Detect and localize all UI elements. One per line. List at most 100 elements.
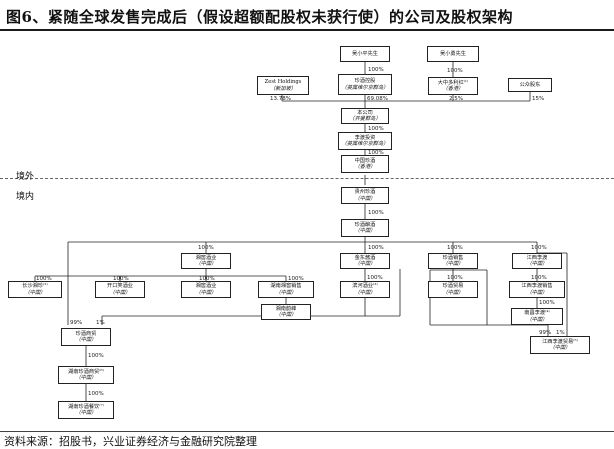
shareholder-wu-xiaoyong: 吴小勇先生 — [427, 46, 479, 62]
entity-zhenjiu-hk: 中国珍酒 （香港） — [341, 155, 389, 173]
box-name: 南昌李渡⁽⁴⁾ — [524, 310, 550, 317]
entity-hunan-zhenjiu-sales: 湖南珍酒商贸⁽⁶⁾ （中国） — [58, 366, 114, 384]
edge-label-kaikou: 100% — [113, 276, 129, 282]
box-sub: （中国） — [75, 375, 97, 381]
edge-label-xiangjiao: 100% — [198, 245, 214, 251]
edge-label-changsha: 100% — [36, 276, 52, 282]
edge-label-dazhong: 2.5% — [449, 96, 463, 102]
entity-kaikou: 开口笑酒业 （中国） — [95, 281, 145, 298]
edge-label-lidu-sales: 100% — [531, 275, 547, 281]
shareholder-wu-xiaoping: 吴小平先生 — [340, 46, 390, 62]
shareholder-zhenjiu-holdings: 珍酒控股 （英属维尔京群岛） — [338, 74, 392, 95]
source-note: 资料来源：招股书，兴业证券经济与金融研究院整理 — [4, 435, 257, 448]
entity-gold-liquor: 金东酱酒 （中国） — [340, 253, 390, 269]
edge-label-commerce-b: 1% — [96, 320, 105, 326]
entity-yanghe: 湘窖酒业 （中国） — [181, 281, 231, 298]
box-name: 吴小平先生 — [352, 50, 378, 57]
entity-liquor-invest: 李渡投资 （英属维尔京群岛） — [338, 132, 392, 150]
entity-binhe: 滨河酒业⁽³⁾ （中国） — [340, 281, 390, 298]
edge-label-yanghe: 100% — [199, 276, 215, 282]
box-name: 金东酱酒 — [354, 254, 376, 261]
edge-label-trade-a: 99% — [539, 330, 551, 336]
box-sub: （中国） — [442, 261, 464, 267]
edge-label-wxy-dazhong: 100% — [447, 68, 463, 74]
edge-label-sales-trade: 100% — [447, 275, 463, 281]
box-sub: （中国） — [195, 261, 217, 267]
edge-label-commerce-hunan: 100% — [88, 353, 104, 359]
box-sub: （中国） — [442, 289, 464, 296]
edge-label-trade-b: 1% — [556, 330, 565, 336]
box-name: 中国珍酒 — [354, 157, 376, 164]
title-rule — [0, 29, 614, 31]
domestic-label: 境内 — [16, 192, 35, 202]
shareholder-dazhong-duoli: 大中多利红⁽¹⁾ （香港） — [428, 77, 478, 95]
box-sub: （中国） — [75, 337, 97, 343]
box-sub: （中国） — [354, 228, 376, 234]
edge-label-lidu: 100% — [531, 245, 547, 251]
overseas-label: 境外 — [16, 172, 35, 182]
footer-rule — [0, 431, 614, 432]
entity-jiangxi-lidu-sales: 江西李渡销售 （中国） — [509, 281, 565, 298]
box-name: 湖南珍酒商贸⁽⁶⁾ — [68, 368, 104, 375]
edge-label-gold: 100% — [368, 245, 384, 251]
entity-company: 本公司 （开曼群岛） — [341, 108, 389, 124]
box-name: 湘窖酒业 — [195, 254, 217, 261]
entity-zhenjiu-trade: 珍酒贸易 （中国） — [428, 281, 478, 298]
edge-label-lidu-sales-nanchang: 100% — [539, 300, 555, 306]
box-sub: （中国） — [24, 289, 46, 296]
edge-label-public: 15% — [532, 96, 544, 102]
edge-label-company-invest: 100% — [368, 126, 384, 132]
box-sub: （中国） — [354, 289, 376, 296]
edge-label-guiyang-brewing: 100% — [368, 210, 384, 216]
entity-zhenjiu-sales: 珍酒销售 （中国） — [428, 253, 478, 269]
edge-label-holdings: 69.08% — [367, 96, 388, 102]
edge-label-binhe: 100% — [367, 275, 383, 281]
box-name: 本公司 — [357, 109, 373, 116]
entity-changsha-liquor: 长沙湘珍⁽²⁾ （中国） — [8, 281, 62, 298]
box-name: 公众股东 — [519, 81, 541, 88]
box-name: 江西李渡贸易⁽⁵⁾ — [542, 338, 578, 345]
box-name: 湘窖酒业 — [195, 283, 217, 290]
box-sub: （中国） — [354, 195, 376, 202]
box-sub: （中国） — [75, 410, 97, 416]
box-name: 开口笑酒业 — [107, 283, 133, 290]
box-name: 李渡投资 — [354, 134, 376, 141]
box-name: 湖南珍酒餐饮⁽⁷⁾ — [68, 403, 104, 410]
entity-jiangxi-lidu: 江西李渡 （中国） — [512, 253, 562, 269]
edge-label-wxp-holdings: 100% — [368, 67, 384, 73]
entity-xiangnan-sales: 湖南湘窖销售 （中国） — [258, 281, 314, 298]
shareholder-public: 公众股东 — [508, 78, 552, 92]
box-sub: （新加坡） — [270, 85, 296, 92]
entity-guiyang-zhenjiu: 贵州珍酒 （中国） — [341, 187, 389, 204]
edge-label-sales: 100% — [447, 245, 463, 251]
box-name: 大中多利红⁽¹⁾ — [437, 79, 469, 86]
entity-xiangnan-yunfeng: 湘南韵峰 （中国） — [261, 304, 311, 320]
overseas-domestic-boundary — [0, 178, 614, 179]
box-name: Zest Holdings — [264, 79, 302, 86]
box-sub: （中国） — [354, 261, 376, 267]
box-sub: （中国） — [526, 261, 548, 267]
box-name: 江西李渡 — [526, 254, 548, 261]
box-sub: （香港） — [442, 86, 464, 92]
box-name: 珍酒控股 — [354, 78, 376, 85]
box-name: 珍酒贸易 — [442, 283, 464, 290]
box-sub: （英属维尔京群岛） — [341, 84, 389, 91]
edge-label-zest: 13.78% — [270, 96, 291, 102]
box-sub: （开曼群岛） — [349, 116, 381, 122]
box-name: 珍酒商贸 — [75, 330, 97, 337]
box-sub: （中国） — [275, 312, 297, 318]
box-sub: （中国） — [549, 345, 571, 351]
edge-label-hunan-co: 100% — [88, 391, 104, 397]
entity-nanchang-lidu: 南昌李渡⁽⁴⁾ （中国） — [511, 308, 563, 325]
entity-zhenjiu-brewing: 珍酒酿酒 （中国） — [341, 219, 389, 237]
box-sub: （香港） — [354, 164, 376, 170]
box-name: 湖南湘窖销售 — [270, 283, 302, 290]
figure-title: 图6、紧随全球发售完成后（假设超额配股权未获行使）的公司及股权架构 — [6, 8, 513, 26]
edge-label-commerce-a: 99% — [70, 320, 82, 326]
box-name: 珍酒销售 — [442, 254, 464, 261]
edge-label-invest-hk: 100% — [368, 150, 384, 156]
entity-xiangjiao: 湘窖酒业 （中国） — [181, 253, 231, 269]
box-name: 珍酒酿酒 — [354, 221, 376, 228]
box-sub: （中国） — [195, 289, 217, 296]
